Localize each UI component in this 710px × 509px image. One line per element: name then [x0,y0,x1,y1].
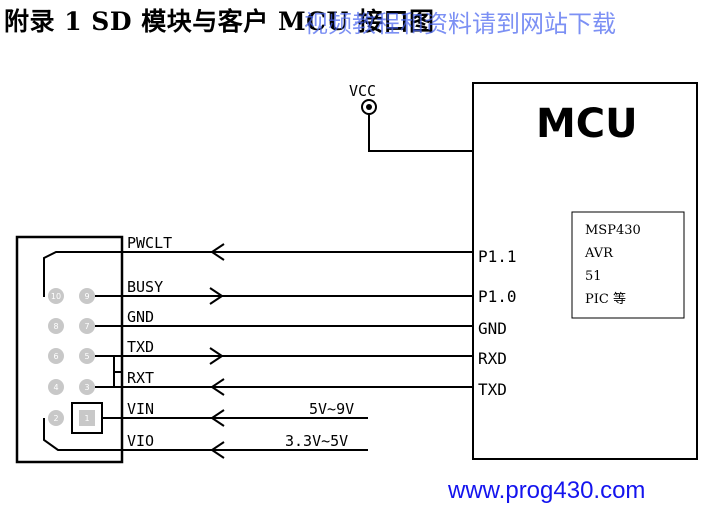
pin-label-5: 5 [84,352,89,361]
arrow-rxt-left [210,378,225,396]
signal-label-gnd: GND [127,308,154,326]
supply-label-vio: 3.3V~5V [285,432,348,450]
pin-pad-2 [48,410,64,426]
pin-pad-3 [79,379,95,395]
vcc-label: VCC [349,82,376,100]
vcc-wire [368,114,473,152]
arrow-txd-right [209,347,224,365]
mcu-pin-p1-1: P1.1 [478,247,517,266]
pin-pad-9 [79,288,95,304]
watermark-text: 视频教程和资料请到网站下载 [304,10,616,38]
signal-label-rxt: RXT [127,369,154,387]
pin-label-9: 9 [84,292,89,301]
vcc-terminal-center [366,104,372,110]
arrowheads [209,243,225,459]
arrow-busy-right [209,287,224,305]
signal-label-vio: VIO [127,432,154,450]
connector-internal-wires [43,251,122,451]
module-signal-labels: PWCLT BUSY GND TXD RXT VIN VIO 5V~9V 3.3… [127,234,354,450]
mcu-type-51: 51 [585,269,602,284]
pin-label-6: 6 [53,352,58,361]
mcu-type-msp430: MSP430 [585,223,641,238]
pin-pad-8 [48,318,64,334]
pin-pad-5 [79,348,95,364]
pin-label-10: 10 [51,292,61,301]
connector-body [15,235,124,464]
pin-pad-10 [48,288,64,304]
mcu-type-pic: PIC 等 [585,291,626,307]
arrow-vin-left [210,409,225,427]
website-link[interactable]: www.prog430.com [448,477,646,504]
arrow-pwclt-left [210,243,225,261]
pin-pad-4 [48,379,64,395]
mcu-pin-rxd: RXD [478,349,507,368]
page-title: 附录 1 SD 模块与客户 MCU 接口图 [4,7,435,36]
wire-pin2-vio [43,418,122,451]
mcu-title: MCU [536,101,638,147]
pin-pad-7 [79,318,95,334]
mcu-type-avr: AVR [584,246,614,261]
pin-pad-6 [48,348,64,364]
wire-pin10-pwclt [43,251,122,297]
arrow-vio-left [210,441,225,459]
signal-label-txd: TXD [127,338,154,356]
pin-label-2: 2 [53,414,58,423]
mcu-pin-txd: TXD [478,380,507,399]
connector-pads: 10 9 8 7 6 5 4 3 2 1 [48,288,103,434]
pin-label-3: 3 [84,383,89,392]
signal-label-busy: BUSY [127,278,163,296]
pin-label-7: 7 [84,322,89,331]
signal-label-vin: VIN [127,400,154,418]
pin-pad-1 [79,410,95,426]
txd-rxt-crossover [113,355,122,373]
mcu-type-box [571,211,685,319]
signal-label-pwclt: PWCLT [127,234,172,252]
mcu-pin-p1-0: P1.0 [478,287,517,306]
supply-label-vin: 5V~9V [309,400,354,418]
pin-label-4: 4 [53,383,58,392]
mcu-pin-gnd: GND [478,319,507,338]
pin-label-8: 8 [53,322,58,331]
pin-label-1: 1 [84,414,89,423]
txd-rxt-crossover-bottom [113,372,122,388]
signal-lines [122,251,473,451]
